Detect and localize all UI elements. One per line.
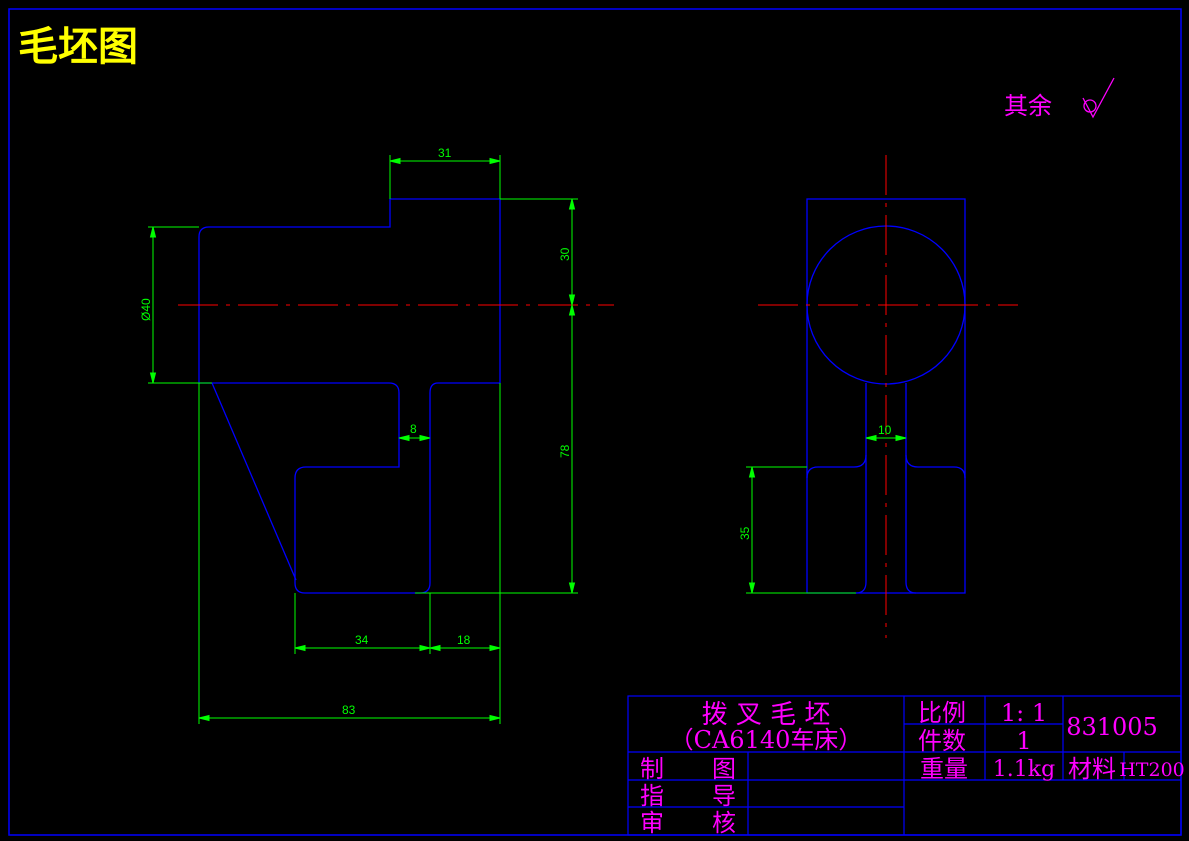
dim-slot-width: 8 [410,422,417,436]
dim-total-height: 78 [558,444,572,458]
weight-value: 1.1kg [993,757,1055,782]
front-view-dimensions [148,155,578,724]
dim-diameter: Ø40 [139,298,153,321]
weight-label: 重量 [920,755,968,783]
dim-upper-height: 30 [558,247,572,261]
dim-overall-width: 83 [342,703,356,717]
material-value: HT200 [1119,759,1185,781]
material-label: 材料 [1068,755,1116,783]
machine-name: （CA6140车床） [670,726,863,754]
front-view-web-edge [211,382,297,581]
dim-side-height: 35 [738,526,752,540]
dim-side-width: 10 [878,423,892,437]
drawing-border [8,8,1182,836]
dim-bottom-right: 18 [457,633,471,647]
side-view-dimensions [746,434,907,594]
drawing-number: 831005 [1066,713,1158,741]
scale-value: 1: 1 [1001,699,1047,727]
scale-label: 比例 [918,699,966,727]
dim-top-width: 31 [438,146,452,160]
title-block-grid [627,695,1182,836]
surface-note: 其余 [1004,92,1052,120]
drawing-title: 毛坯图 [18,24,138,70]
check-label: 审 核 [640,809,736,837]
front-view-outline [198,198,501,594]
roughness-symbol-icon [1082,77,1115,119]
drawn-by-label: 制 图 [640,755,736,783]
qty-value: 1 [1016,727,1031,755]
guide-label: 指 导 [640,782,736,810]
part-name: 拨 叉 毛 坯 [702,700,831,730]
qty-label: 件数 [918,727,966,755]
dim-bottom-left: 34 [355,633,369,647]
